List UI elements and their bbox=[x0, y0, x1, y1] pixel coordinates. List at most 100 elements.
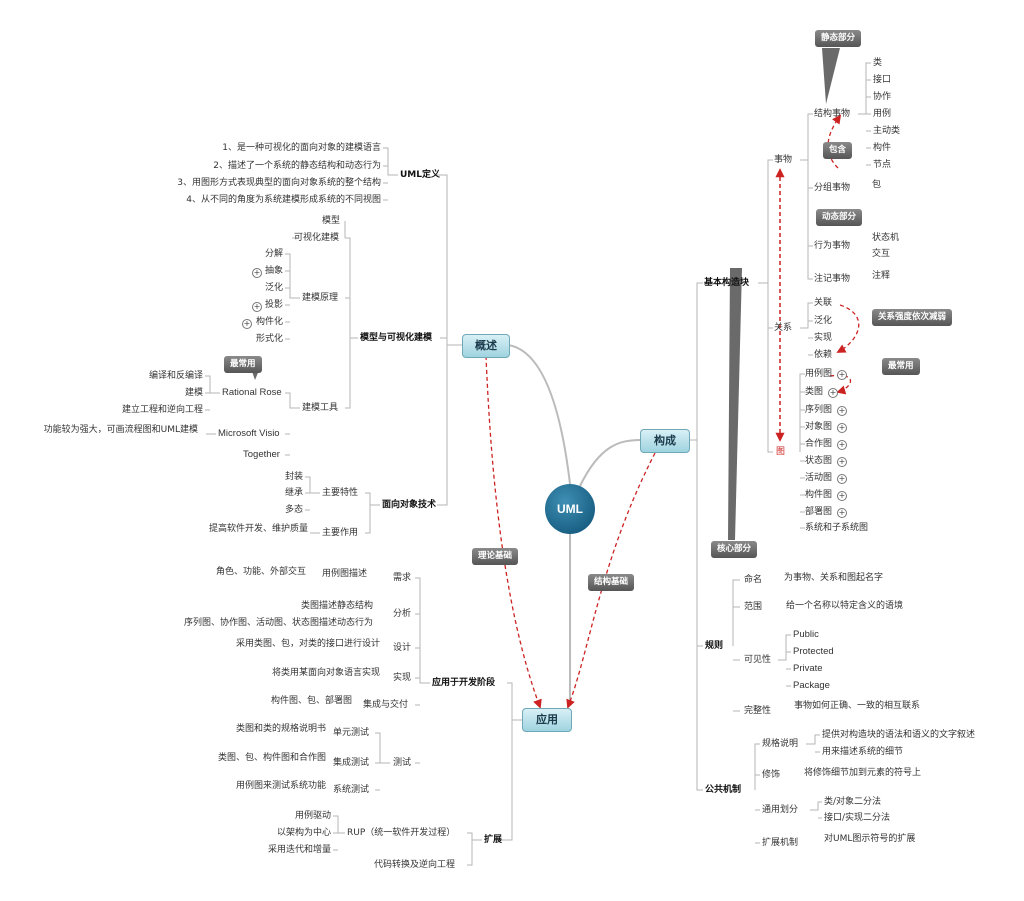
uml-def-item: 3、用图形方式表现典型的面向对象系统的整个结构 bbox=[177, 178, 381, 188]
building-blocks-label[interactable]: 基本构造块 bbox=[704, 278, 750, 288]
expand-icon[interactable]: + bbox=[837, 508, 847, 518]
expand-icon[interactable]: + bbox=[828, 388, 838, 398]
expand-icon[interactable]: + bbox=[252, 302, 262, 312]
integ-note: 构件图、包、部署图 bbox=[270, 696, 352, 706]
principle-item: 泛化 bbox=[264, 283, 283, 293]
visibility-item: Public bbox=[793, 629, 819, 640]
tool-together: Together bbox=[243, 449, 280, 460]
uml-def-item: 1、是一种可视化的面向对象的建模语言 bbox=[222, 143, 381, 153]
principle-item: 构件化 bbox=[255, 317, 283, 327]
structural-item: 主动类 bbox=[873, 126, 901, 136]
division-item: 接口/实现二分法 bbox=[824, 813, 891, 823]
principle-item: 抽象 bbox=[264, 266, 283, 276]
expand-icon[interactable]: + bbox=[837, 491, 847, 501]
phase-req: 需求 bbox=[393, 573, 412, 583]
callout-core: 核心部分 bbox=[711, 541, 758, 558]
expand-icon[interactable]: + bbox=[242, 319, 252, 329]
sys-test-note: 用例图来测试系统功能 bbox=[235, 781, 326, 791]
oo-feature-item: 继承 bbox=[284, 488, 303, 498]
callout-dynamic: 动态部分 bbox=[816, 209, 863, 226]
structural-item: 接口 bbox=[873, 75, 892, 85]
extension-label[interactable]: 扩展 bbox=[484, 835, 503, 845]
uml-def-item: 4、从不同的角度为系统建模形成系统的不同视图 bbox=[186, 195, 381, 205]
diagram-item: 类图 bbox=[805, 387, 824, 397]
uml-def-label[interactable]: UML定义 bbox=[400, 170, 440, 180]
expand-icon[interactable]: + bbox=[837, 440, 847, 450]
phase-impl: 实现 bbox=[393, 673, 412, 683]
tool-rose: Rational Rose bbox=[222, 387, 282, 398]
analysis-item: 序列图、协作图、活动图、状态图描述动态行为 bbox=[183, 618, 373, 628]
expand-icon[interactable]: + bbox=[837, 423, 847, 433]
modeling-label[interactable]: 模型与可视化建模 bbox=[360, 333, 433, 343]
grouping-item: 包 bbox=[872, 180, 882, 190]
oo-label[interactable]: 面向对象技术 bbox=[382, 500, 437, 510]
mech-spec: 规格说明 bbox=[762, 739, 799, 749]
expand-icon[interactable]: + bbox=[837, 406, 847, 416]
phase-test: 测试 bbox=[393, 758, 412, 768]
phase-integ: 集成与交付 bbox=[363, 700, 409, 710]
annotational-item: 注释 bbox=[872, 271, 891, 281]
callout-most-used-right: 最常用 bbox=[882, 358, 920, 375]
relation-item: 关联 bbox=[814, 298, 833, 308]
annotational-things-label: 注记事物 bbox=[814, 274, 851, 284]
rule-completeness: 完整性 bbox=[744, 706, 772, 716]
oo-feature-item: 多态 bbox=[284, 505, 303, 515]
rose-item: 建模 bbox=[184, 388, 203, 398]
expand-icon[interactable]: + bbox=[252, 268, 262, 278]
test-unit: 单元测试 bbox=[333, 728, 370, 738]
uml-def-item: 2、描述了一个系统的静态结构和动态行为 bbox=[213, 161, 381, 171]
mechanisms-label[interactable]: 公共机制 bbox=[705, 785, 742, 795]
test-integ: 集成测试 bbox=[333, 758, 370, 768]
topic-composition[interactable]: 构成 bbox=[640, 429, 690, 453]
oo-features-label: 主要特性 bbox=[322, 488, 359, 498]
visibility-item: Package bbox=[793, 680, 830, 691]
root-node[interactable]: UML bbox=[545, 484, 595, 534]
diagram-item: 状态图 bbox=[805, 456, 833, 466]
expand-icon[interactable]: + bbox=[837, 370, 847, 380]
visibility-item: Private bbox=[793, 663, 823, 674]
principle-label: 建模原理 bbox=[302, 293, 339, 303]
diagram-item: 用例图 bbox=[805, 369, 833, 379]
integ-test-note: 类图、包、构件图和合作图 bbox=[217, 753, 326, 763]
test-system: 系统测试 bbox=[333, 785, 370, 795]
structural-item: 用例 bbox=[873, 109, 892, 119]
principle-item: 投影 bbox=[264, 300, 283, 310]
structural-item: 协作 bbox=[873, 92, 892, 102]
structural-item: 节点 bbox=[873, 160, 892, 170]
callout-contains: 包含 bbox=[823, 142, 853, 159]
impl-note: 将类用某面向对象语言实现 bbox=[271, 668, 380, 678]
phase-req-sub: 用例图描述 bbox=[322, 569, 368, 579]
topic-overview[interactable]: 概述 bbox=[462, 334, 510, 358]
callout-static: 静态部分 bbox=[815, 30, 862, 47]
visibility-item: Protected bbox=[793, 646, 834, 657]
phase-req-note: 角色、功能、外部交互 bbox=[215, 567, 306, 577]
oo-role-label: 主要作用 bbox=[322, 528, 359, 538]
division-item: 类/对象二分法 bbox=[824, 797, 882, 807]
dev-phase-label[interactable]: 应用于开发阶段 bbox=[432, 678, 496, 688]
adorn-note: 将修饰细节加到元素的符号上 bbox=[804, 768, 922, 778]
callout-relation-strength: 关系强度依次减弱 bbox=[872, 309, 953, 326]
rule-visibility: 可见性 bbox=[744, 655, 772, 665]
tools-label: 建模工具 bbox=[302, 403, 339, 413]
rules-label[interactable]: 规则 bbox=[705, 641, 724, 651]
diagram-item: 合作图 bbox=[805, 439, 833, 449]
mech-extension: 扩展机制 bbox=[762, 838, 799, 848]
phase-analysis: 分析 bbox=[393, 609, 412, 619]
relation-item: 实现 bbox=[814, 333, 833, 343]
structural-item: 类 bbox=[873, 58, 883, 68]
mech-division: 通用划分 bbox=[762, 805, 799, 815]
rule-naming: 命名 bbox=[744, 575, 763, 585]
things-label: 事物 bbox=[774, 155, 793, 165]
diagram-item: 系统和子系统图 bbox=[805, 523, 869, 533]
visio-note: 功能较为强大，可画流程图和UML建模 bbox=[43, 425, 198, 435]
topic-application[interactable]: 应用 bbox=[522, 708, 572, 732]
expand-icon[interactable]: + bbox=[837, 474, 847, 484]
extension-note: 对UML图示符号的扩展 bbox=[824, 834, 916, 844]
relations-label: 关系 bbox=[774, 323, 793, 333]
expand-icon[interactable]: + bbox=[837, 457, 847, 467]
grouping-things-label: 分组事物 bbox=[814, 183, 851, 193]
relation-item: 泛化 bbox=[814, 316, 833, 326]
rose-item: 建立工程和逆向工程 bbox=[121, 405, 203, 415]
model-label: 模型 bbox=[322, 216, 341, 226]
